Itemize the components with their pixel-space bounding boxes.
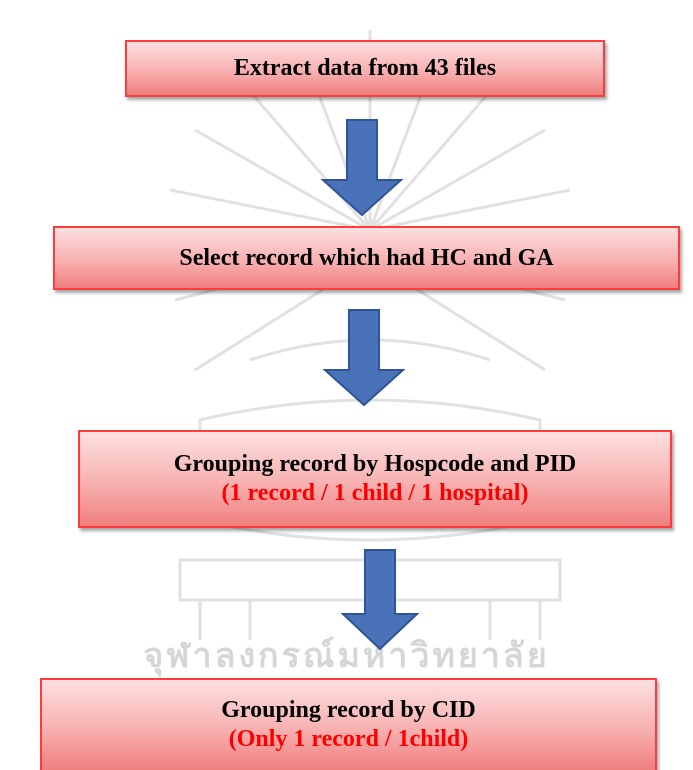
down-arrow-icon — [320, 119, 404, 217]
step-label: Select record which had HC and GA — [179, 244, 554, 271]
step-box-group-hospcode: Grouping record by Hospcode and PID (1 r… — [78, 430, 672, 528]
watermark-text: จุฬาลงกรณ์มหาวิทยาลัย — [143, 636, 550, 676]
step-box-group-cid: Grouping record by CID (Only 1 record / … — [40, 678, 657, 770]
step-note: (Only 1 record / 1child) — [228, 726, 469, 752]
step-label: Grouping record by CID — [221, 697, 476, 724]
down-arrow-icon — [340, 549, 420, 651]
step-label: Grouping record by Hospcode and PID — [173, 451, 577, 478]
step-box-select: Select record which had HC and GA — [53, 226, 680, 290]
step-box-extract: Extract data from 43 files — [125, 40, 605, 97]
step-label: Extract data from 43 files — [233, 55, 497, 82]
step-note: (1 record / 1 child / 1 hospital) — [221, 480, 529, 506]
down-arrow-icon — [322, 309, 406, 407]
